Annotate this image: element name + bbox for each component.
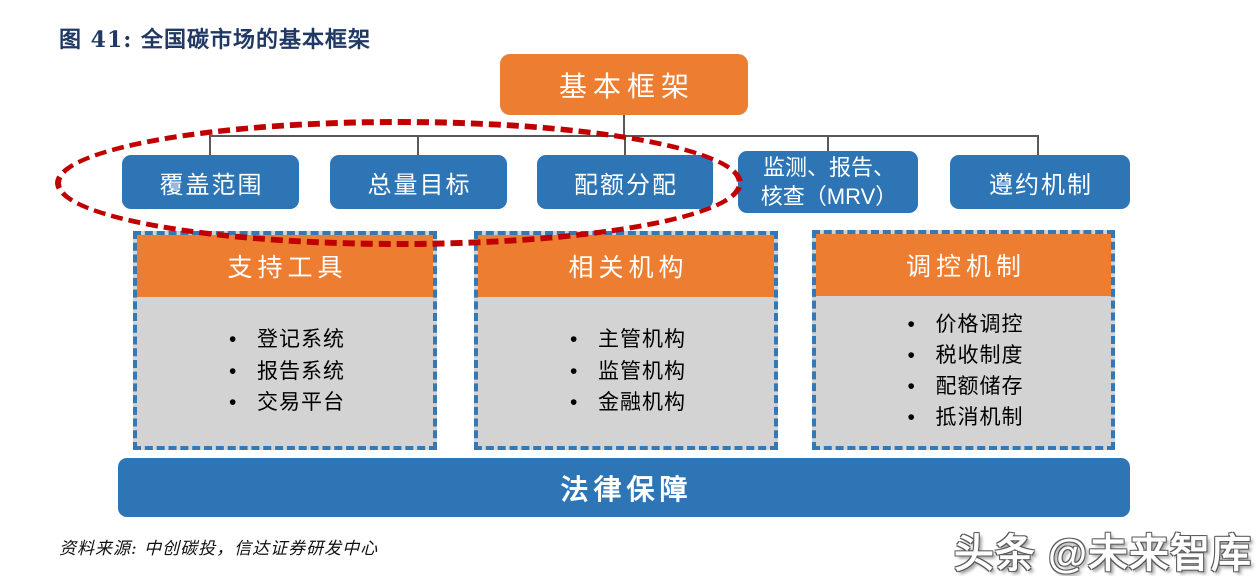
connector-stub-quota <box>624 137 626 155</box>
list-item: 报告系统 <box>225 356 345 388</box>
list-item: 价格调控 <box>904 309 1024 340</box>
connector-stub-total-target <box>417 137 419 155</box>
bullet-list: 价格调控 税收制度 配额储存 抵消机制 <box>904 309 1024 433</box>
group-support-tools: 支持工具 登记系统 报告系统 交易平台 <box>133 231 437 450</box>
group-header: 相关机构 <box>478 235 774 297</box>
group-body: 价格调控 税收制度 配额储存 抵消机制 <box>816 296 1111 446</box>
connector-stub-mrv <box>827 137 829 153</box>
node-quota-allocation: 配额分配 <box>537 155 713 209</box>
connector-horizontal-line <box>209 135 1039 137</box>
node-mrv: 监测、报告、 核查（MRV） <box>738 151 918 213</box>
group-header: 支持工具 <box>137 235 433 297</box>
group-regulation-mechanisms: 调控机制 价格调控 税收制度 配额储存 抵消机制 <box>812 230 1115 450</box>
bullet-list: 主管机构 监管机构 金融机构 <box>566 324 686 420</box>
list-item: 监管机构 <box>566 356 686 388</box>
node-compliance-mechanism: 遵约机制 <box>950 155 1130 209</box>
connector-root-drop <box>623 113 625 137</box>
list-item: 金融机构 <box>566 387 686 419</box>
node-total-target: 总量目标 <box>330 155 507 209</box>
group-body: 登记系统 报告系统 交易平台 <box>137 297 433 446</box>
group-related-institutions: 相关机构 主管机构 监管机构 金融机构 <box>474 231 778 450</box>
list-item: 配额储存 <box>904 371 1024 402</box>
list-item: 登记系统 <box>225 324 345 356</box>
source-note: 资料来源: 中创碳投，信达证券研发中心 <box>59 539 379 559</box>
group-header: 调控机制 <box>816 234 1111 296</box>
connector-stub-compliance <box>1037 137 1039 155</box>
base-bar-legal-guarantee: 法律保障 <box>118 458 1130 517</box>
list-item: 主管机构 <box>566 324 686 356</box>
connector-stub-coverage <box>209 137 211 155</box>
list-item: 交易平台 <box>225 387 345 419</box>
bullet-list: 登记系统 报告系统 交易平台 <box>225 324 345 420</box>
node-coverage-scope: 覆盖范围 <box>122 155 299 209</box>
node-root: 基本框架 <box>500 54 748 115</box>
list-item: 税收制度 <box>904 340 1024 371</box>
watermark: 头条 @未来智库 <box>953 532 1252 576</box>
group-body: 主管机构 监管机构 金融机构 <box>478 297 774 446</box>
list-item: 抵消机制 <box>904 402 1024 433</box>
figure-title: 图 41: 全国碳市场的基本框架 <box>59 27 372 53</box>
